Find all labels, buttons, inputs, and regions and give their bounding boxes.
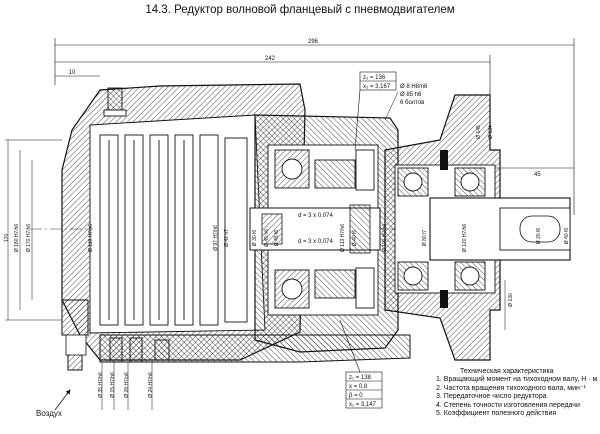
dim-gen-dia-3: Ø 45 f6 [274, 230, 280, 247]
gear-z1: z₁ = 138 [349, 375, 372, 381]
gear-x: x = 0,8 [349, 384, 368, 390]
dim-bolt-dia: Ø 8 H8/n6 [400, 84, 428, 90]
dim-wheel-dia-3: Ø 100 H7/h6 [382, 224, 388, 253]
dim-gen-dia-1: Ø 30 f6 [252, 230, 258, 247]
gear-z2: z₂ = 136 [363, 75, 386, 81]
dim-bolt-count: 6 болтов [400, 100, 424, 106]
bearings-middle [274, 149, 375, 309]
dim-length-10: 10 [69, 70, 76, 76]
dim-shaft-dia-right: Ø 134 [488, 125, 494, 139]
gear-param-2: d = 3 x 0,074 [298, 239, 334, 245]
dim-body-length: 242 [265, 56, 276, 62]
dim-gen-dia-2: Ø 45 h6 [264, 229, 270, 247]
spec-item: 1. Вращающий момент на тихоходном валу, … [436, 376, 598, 384]
dim-wheel-dia-2: Ø 40 f6 [352, 230, 358, 247]
dim-height-170: 170 [4, 234, 10, 243]
gear-table-bottom [339, 319, 383, 409]
dim-rotor-dia-1: Ø 110 H7/p6 [88, 224, 94, 252]
air-arrow [54, 389, 71, 411]
air-inlet-label: Воздух [36, 409, 62, 418]
top-bolt [103, 87, 127, 117]
spec-item: 2. Частота вращения тихоходного вала, ми… [436, 384, 586, 392]
gear-param-1: d = 3 x 0,074 [298, 213, 334, 219]
technical-specs: Техническая характеристика 1. Вращающий … [436, 368, 600, 418]
dim-shaft-dia-left: Ø 145 [476, 125, 482, 139]
dim-wheel-dia-1: Ø 113 H7/h6 [340, 224, 346, 252]
specs-heading: Техническая характеристика [460, 368, 554, 375]
dim-wheel-dia-5: Ø 120 H7/h6 [462, 224, 468, 253]
dim-flange-dia: Ø 85 h6 [400, 92, 422, 98]
spec-item: 3. Передаточное число редуктора [436, 393, 547, 401]
bottom-housing [99, 334, 411, 363]
dim-bottom-dia-2: Ø 15 H7/h6 [110, 372, 116, 398]
gear-x1: x₁ = 3,147 [349, 402, 377, 408]
dim-bottom-dia-1: Ø 35 H7/h6 [98, 372, 104, 398]
dim-left-dia-2: Ø 170 H7/h6 [26, 224, 32, 253]
output-bearings [397, 167, 486, 291]
dim-rotor-dia-3: Ø 42 h7 [224, 229, 230, 247]
dim-left-dia-1: Ø 180 H7/h6 [14, 224, 20, 253]
dim-wheel-dia-4: Ø 80 f7 [422, 230, 428, 247]
rotor-vanes [99, 134, 248, 326]
dim-key-dia-a: Ø 20 f6 [536, 228, 542, 245]
bottom-bolts [109, 337, 170, 363]
spec-item: 5. Коэффициент полезного действия [436, 410, 557, 418]
drawing-title: 14.3. Редуктор волновой фланцевый с пнев… [145, 4, 455, 16]
gear-x2: x₂ = 3,167 [363, 84, 391, 90]
dim-rotor-dia-2: Ø 97 H7/h6 [213, 225, 219, 251]
gear-beta: β = 0 [349, 393, 363, 399]
dim-key-dia-b: Ø 40 f6 [564, 228, 570, 245]
dim-bottom-dia-3: Ø 28 H7/p6 [124, 372, 130, 398]
dim-bottom-dia-4: Ø 24 H7/h6 [148, 372, 154, 398]
dim-dia-130: Ø 130 [508, 293, 514, 307]
dim-overall-length: 296 [308, 39, 319, 45]
spec-item: 4. Степень точности изготовления передач… [436, 401, 580, 409]
gear-table-top [354, 71, 397, 151]
dim-length-45: 45 [534, 172, 541, 178]
